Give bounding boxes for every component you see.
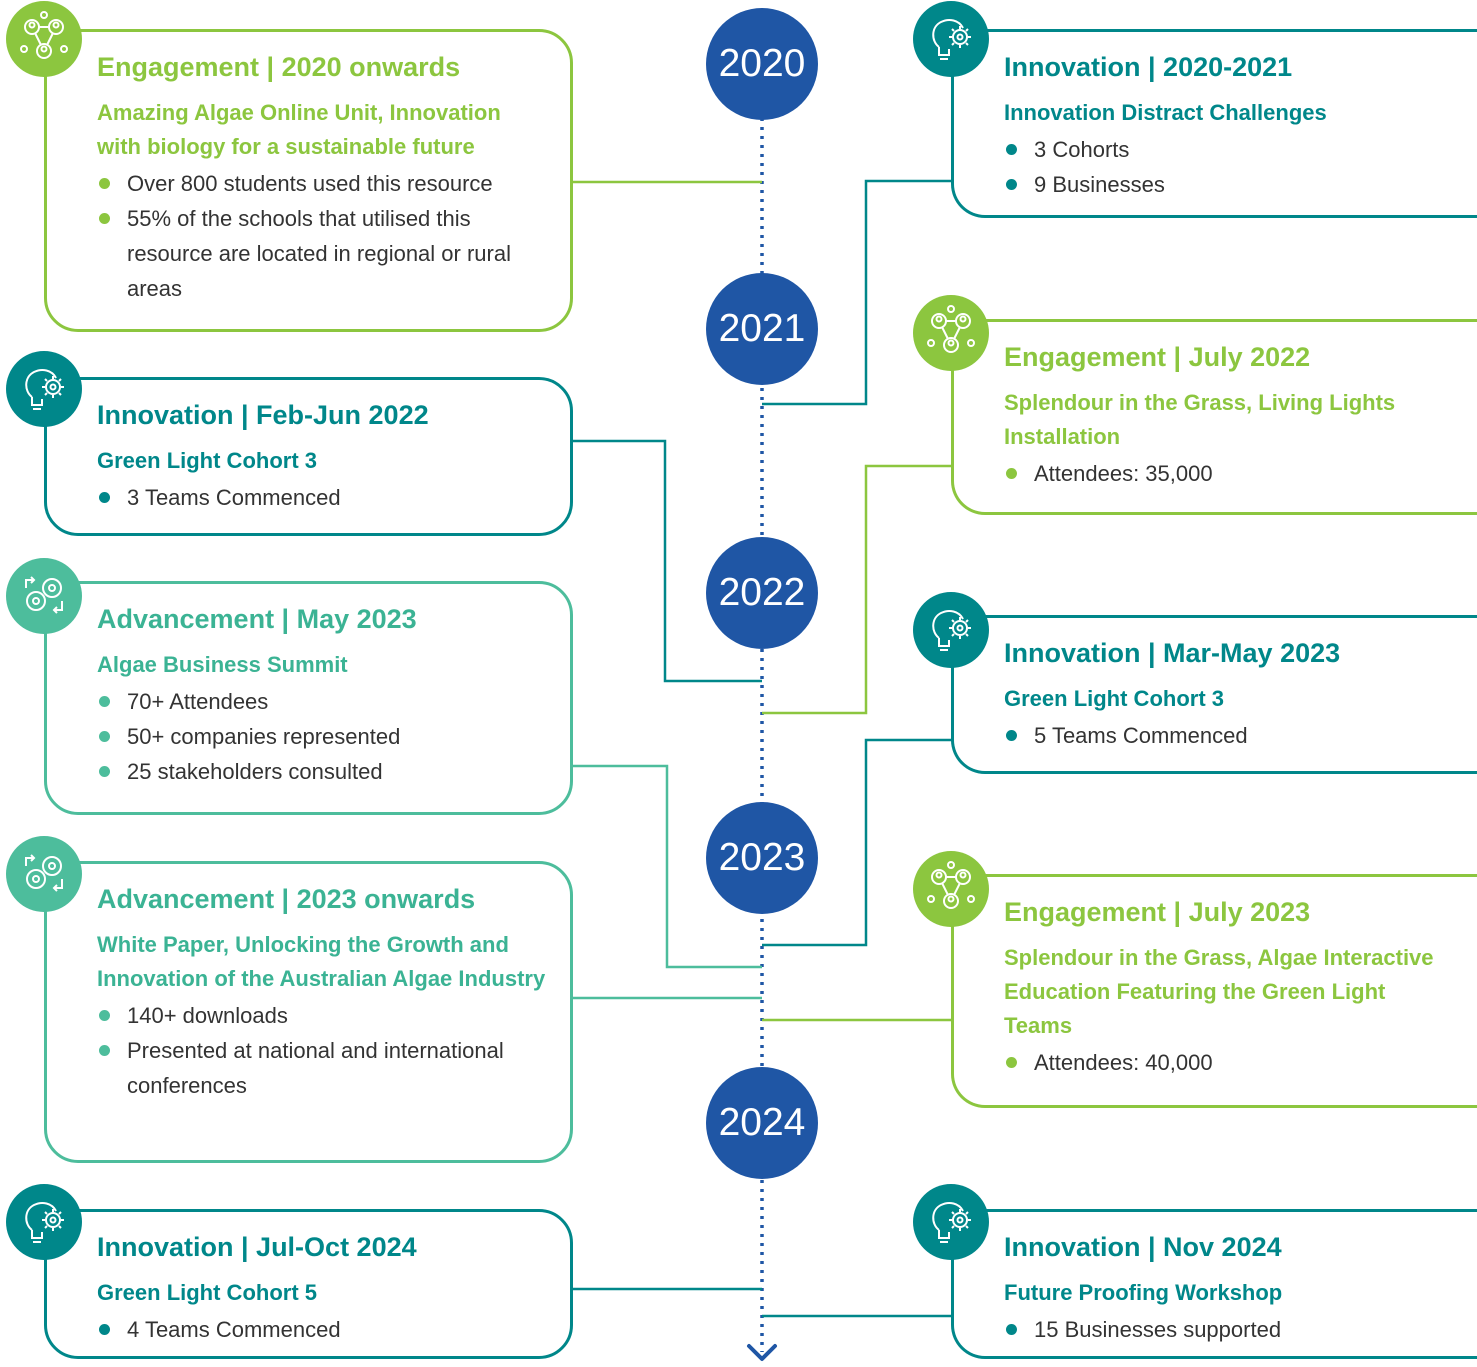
card-subtitle: Algae Business Summit	[97, 652, 348, 677]
year-marker-2024: 2024	[706, 1067, 818, 1179]
network-people-icon	[6, 1, 82, 77]
connector-innovation-2020-2021	[762, 179, 952, 406]
card-advancement-may-2023: Advancement | May 2023 Algae Business Su…	[44, 581, 573, 815]
card-subtitle: Green Light Cohort 3	[97, 448, 317, 473]
card-title: Innovation | Mar-May 2023	[1004, 638, 1341, 668]
card-subtitle: Green Light Cohort 5	[97, 1280, 317, 1305]
card-title: Innovation | 2020-2021	[1004, 52, 1293, 82]
card-list: 5 Teams Commenced	[1004, 718, 1457, 753]
list-item: 4 Teams Commenced	[97, 1312, 550, 1347]
lightbulb-gear-icon	[913, 1, 989, 77]
minds-exchange-icon	[6, 836, 82, 912]
list-item: 15 Businesses supported	[1004, 1312, 1457, 1347]
year-marker-2021: 2021	[706, 273, 818, 385]
card-subtitle: Amazing Algae Online Unit, Innovation wi…	[97, 100, 501, 159]
card-engagement-july-2023: Engagement | July 2023 Splendour in the …	[951, 874, 1477, 1108]
timeline-end-arrow	[747, 1344, 777, 1361]
year-marker-2020: 2020	[706, 8, 818, 120]
card-subtitle: White Paper, Unlocking the Growth and In…	[97, 932, 546, 991]
card-list: 15 Businesses supported	[1004, 1312, 1457, 1347]
network-people-icon	[913, 295, 989, 371]
card-title: Engagement | July 2022	[1004, 342, 1311, 372]
lightbulb-gear-icon	[913, 592, 989, 668]
connector-innovation-feb-jun-2022	[572, 439, 762, 683]
card-title: Innovation | Jul-Oct 2024	[97, 1232, 417, 1262]
card-title: Innovation | Feb-Jun 2022	[97, 400, 429, 430]
card-subtitle: Innovation Distract Challenges	[1004, 100, 1327, 125]
connector-engagement-july-2022	[762, 464, 952, 715]
minds-exchange-icon	[6, 558, 82, 634]
card-title: Advancement | May 2023	[97, 604, 417, 634]
list-item: 9 Businesses	[1004, 167, 1457, 202]
card-subtitle: Green Light Cohort 3	[1004, 686, 1224, 711]
card-list: Attendees: 35,000	[1004, 456, 1457, 491]
list-item: 140+ downloads	[97, 998, 550, 1033]
card-innovation-jul-oct-2024: Innovation | Jul-Oct 2024 Green Light Co…	[44, 1209, 573, 1359]
card-list: 70+ Attendees 50+ companies represented …	[97, 684, 550, 789]
lightbulb-gear-icon	[6, 1184, 82, 1260]
year-marker-2023: 2023	[706, 802, 818, 914]
lightbulb-gear-icon	[913, 1184, 989, 1260]
card-list: Attendees: 40,000	[1004, 1045, 1457, 1080]
card-engagement-july-2022: Engagement | July 2022 Splendour in the …	[951, 319, 1477, 515]
list-item: 5 Teams Commenced	[1004, 718, 1457, 753]
card-list: 3 Teams Commenced	[97, 480, 550, 515]
card-title: Innovation | Nov 2024	[1004, 1232, 1282, 1262]
card-subtitle: Splendour in the Grass, Living Lights In…	[1004, 390, 1396, 449]
list-item: Over 800 students used this resource	[97, 166, 550, 201]
card-list: 3 Cohorts 9 Businesses	[1004, 132, 1457, 202]
card-title: Engagement | 2020 onwards	[97, 52, 461, 82]
card-subtitle: Splendour in the Grass, Algae Interactiv…	[1004, 945, 1434, 1038]
card-innovation-feb-jun-2022: Innovation | Feb-Jun 2022 Green Light Co…	[44, 377, 573, 536]
connector-advancement-may-2023	[572, 764, 762, 969]
card-innovation-2020-2021: Innovation | 2020-2021 Innovation Distra…	[951, 29, 1477, 218]
network-people-icon	[913, 851, 989, 927]
card-innovation-nov-2024: Innovation | Nov 2024 Future Proofing Wo…	[951, 1209, 1477, 1359]
connector-innovation-mar-may-2023	[762, 738, 952, 947]
list-item: Presented at national and international …	[97, 1033, 550, 1103]
list-item: 70+ Attendees	[97, 684, 550, 719]
list-item: 3 Teams Commenced	[97, 480, 550, 515]
list-item: 25 stakeholders consulted	[97, 754, 550, 789]
card-engagement-2020-onwards: Engagement | 2020 onwards Amazing Algae …	[44, 29, 573, 332]
card-innovation-mar-may-2023: Innovation | Mar-May 2023 Green Light Co…	[951, 615, 1477, 774]
card-title: Advancement | 2023 onwards	[97, 884, 476, 914]
card-list: 4 Teams Commenced	[97, 1312, 550, 1347]
lightbulb-gear-icon	[6, 351, 82, 427]
card-list: 140+ downloads Presented at national and…	[97, 998, 550, 1103]
year-marker-2022: 2022	[706, 537, 818, 649]
list-item: 55% of the schools that utilised this re…	[97, 201, 550, 306]
card-list: Over 800 students used this resource 55%…	[97, 166, 550, 306]
list-item: Attendees: 35,000	[1004, 456, 1457, 491]
list-item: Attendees: 40,000	[1004, 1045, 1457, 1080]
list-item: 3 Cohorts	[1004, 132, 1457, 167]
card-advancement-2023-onwards: Advancement | 2023 onwards White Paper, …	[44, 861, 573, 1163]
card-subtitle: Future Proofing Workshop	[1004, 1280, 1283, 1305]
list-item: 50+ companies represented	[97, 719, 550, 754]
card-title: Engagement | July 2023	[1004, 897, 1311, 927]
